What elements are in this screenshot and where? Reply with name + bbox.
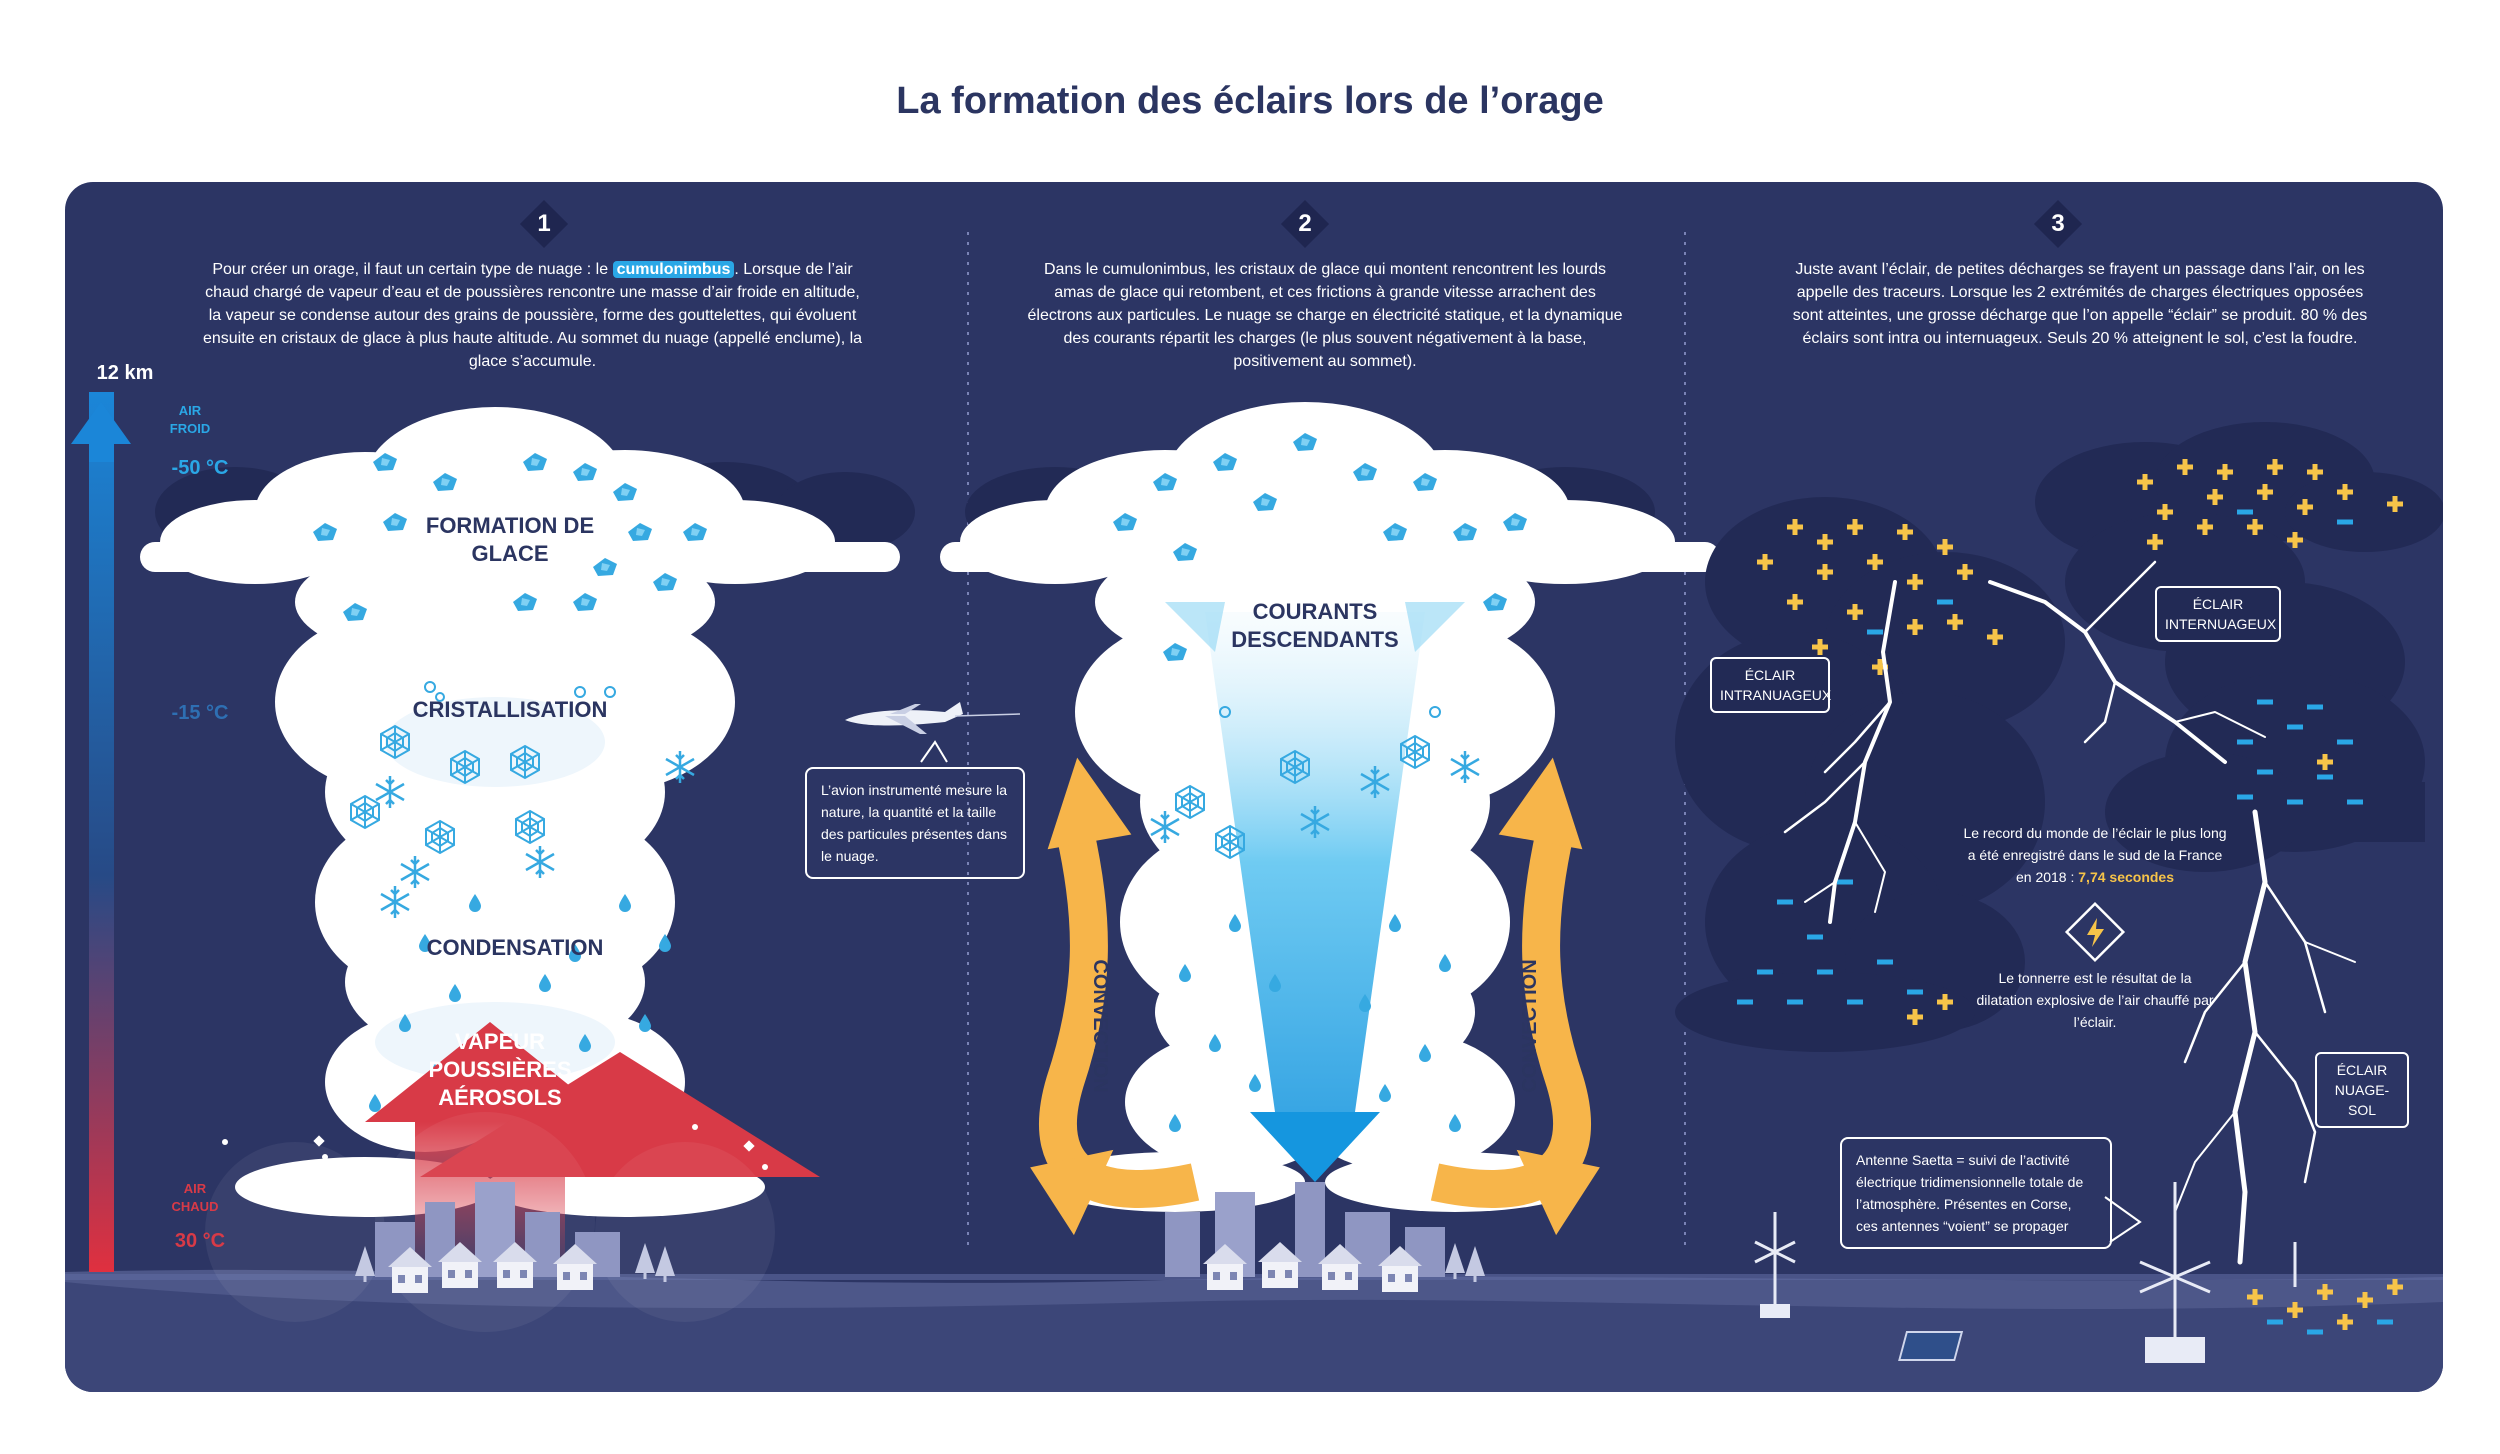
- temp-bottom-label: 30 °C: [174, 1230, 226, 1252]
- label-condensation: CONDENSATION: [426, 935, 604, 960]
- tag-intercloud-lightning: ÉCLAIR INTERNUAGEUX: [2155, 586, 2281, 642]
- plane-note: L’avion instrumenté mesure la nature, la…: [805, 767, 1025, 879]
- cumulonimbus-cloud-2: [940, 402, 1720, 1292]
- storm-clouds: [1675, 422, 2443, 1052]
- step-text-1: Pour créer un orage, il faut un certain …: [202, 261, 863, 370]
- tag-intracloud-lightning: ÉCLAIR INTRANUAGEUX: [1710, 657, 1831, 713]
- temp-mid-label: -15 °C: [171, 702, 229, 724]
- temp-top-label: -50 °C: [171, 457, 229, 479]
- saetta-antenna: [1754, 1182, 2297, 1337]
- scale-top-label: 12 km: [96, 362, 154, 384]
- tag-cloud-ground-lightning: ÉCLAIR NUAGE-SOL: [2315, 1052, 2409, 1128]
- page-title: La formation des éclairs lors de l’orage: [896, 80, 1604, 122]
- lightning-bolts: [1783, 560, 2356, 1265]
- label-crystallization: CRISTALLISATION: [412, 697, 608, 722]
- thunder-note: Le tonnerre est le résultat de la dilata…: [1976, 970, 2214, 1030]
- antenna-note: Antenne Saetta = suivi de l’activité éle…: [1840, 1137, 2112, 1249]
- step-text-3: Juste avant l’éclair, de petites décharg…: [1792, 261, 2368, 347]
- cumulonimbus-cloud-1: [140, 407, 915, 1332]
- record-note: Le record du monde de l’éclair le plus l…: [1963, 825, 2227, 885]
- lightning-icon: [2064, 901, 2126, 963]
- instrumented-plane: [845, 702, 1021, 734]
- step-text-2: Dans le cumulonimbus, les cristaux de gl…: [1027, 261, 1623, 370]
- infographic-panel: 1 2 3 Pour créer un orage, il faut un ce…: [65, 182, 2443, 1392]
- step-badge-2: 2: [1285, 204, 1325, 244]
- label-ice-formation: FORMATION DE GLACE: [425, 513, 595, 566]
- label-convection-left: CONVECTION: [1089, 959, 1111, 1093]
- illustration: [65, 232, 2443, 1392]
- label-convection-right: CONVECTION: [1519, 959, 1541, 1093]
- highlight-cumulonimbus: cumulonimbus: [612, 261, 735, 278]
- step-badge-1: 1: [524, 204, 564, 244]
- step-badge-3: 3: [2038, 204, 2078, 244]
